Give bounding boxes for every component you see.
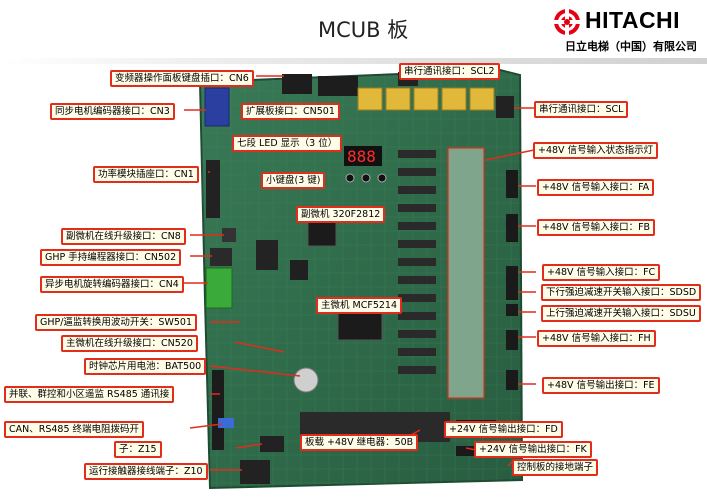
right-connectors bbox=[506, 170, 518, 390]
hitachi-logo: HITACHI 日立电梯（中国）有限公司 bbox=[553, 4, 703, 53]
sub-cpu-chip bbox=[307, 221, 337, 247]
left-header-strip bbox=[212, 370, 224, 450]
label-sdsu: 上行强迫减速开关输入接口：SDSU bbox=[541, 305, 701, 322]
label-rs485: 并联、群控和小区遥监 RS485 通讯接 bbox=[4, 386, 175, 403]
label-z10: 运行接触器接线端子：Z10 bbox=[84, 463, 208, 480]
cn3-connector bbox=[204, 87, 230, 127]
label-fa: +48V 信号输入接口：FA bbox=[537, 179, 655, 196]
page-header: MCUB 板 HITACHI 日立电梯（中国）有限公司 bbox=[0, 0, 707, 56]
cn6-connector bbox=[282, 74, 312, 94]
led-digits: 888 bbox=[347, 147, 376, 166]
label-cn8: 副微机在线升级接口：CN8 bbox=[61, 228, 186, 245]
optocoupler-rows bbox=[398, 150, 436, 374]
input-indicator-array bbox=[447, 147, 485, 399]
cn8-connector bbox=[222, 228, 236, 242]
label-sw501: GHP/逼监转换用波动开关：SW501 bbox=[35, 314, 197, 331]
can-dipswitch bbox=[218, 418, 234, 428]
label-z15: 子：Z15 bbox=[114, 441, 162, 458]
label-cn502: GHP 手持编程器接口：CN502 bbox=[40, 249, 182, 266]
header-divider bbox=[0, 58, 707, 64]
page-title: MCUB 板 bbox=[318, 18, 409, 42]
label-bat500: 时钟芯片用电池：BAT500 bbox=[84, 358, 207, 375]
label-scl: 串行通讯接口：SCL bbox=[534, 101, 629, 118]
bat500-battery bbox=[293, 367, 319, 393]
top-relays bbox=[357, 87, 495, 111]
label-led: 七段 LED 显示（3 位） bbox=[232, 135, 343, 152]
label-can: CAN、RS485 终端电阻拨码开 bbox=[4, 421, 145, 438]
label-cn1: 功率模块插座口：CN1 bbox=[93, 166, 199, 183]
label-fb: +48V 信号输入接口：FB bbox=[537, 219, 656, 236]
label-scl2: 串行通讯接口：SCL2 bbox=[399, 63, 500, 80]
cn1-connector bbox=[206, 160, 220, 218]
cn501-connector bbox=[318, 76, 358, 96]
label-cn4: 异步电机旋转编码器接口：CN4 bbox=[40, 276, 184, 293]
label-fe: +48V 信号输出接口：FE bbox=[542, 377, 660, 394]
seven-segment-display bbox=[344, 146, 382, 166]
label-main-cpu: 主微机 MCF5214 bbox=[316, 297, 402, 314]
label-fh: +48V 信号输入接口：FH bbox=[537, 330, 656, 347]
label-ground: 控制板的接地端子 bbox=[512, 459, 599, 476]
label-fc: +48V 信号输入接口：FC bbox=[542, 264, 661, 281]
label-fd: +24V 信号输出接口：FD bbox=[444, 421, 563, 438]
label-fk: +24V 信号输出接口：FK bbox=[474, 441, 592, 458]
label-sdsd: 下行强迫减速开关输入接口：SDSD bbox=[541, 284, 702, 301]
leader-lines bbox=[182, 75, 536, 471]
brand-name: HITACHI bbox=[585, 7, 681, 33]
scl-connector bbox=[496, 96, 514, 118]
z10-connector bbox=[240, 460, 270, 484]
label-relay: 板载 +48V 继电器：50B bbox=[300, 434, 419, 451]
label-cn520: 主微机在线升级接口：CN520 bbox=[61, 335, 198, 352]
z15-connector bbox=[260, 436, 284, 452]
hitachi-emblem-icon bbox=[554, 9, 580, 35]
label-sub-cpu: 副微机 320F2812 bbox=[296, 206, 386, 223]
label-cn501: 扩展板接口：CN501 bbox=[241, 103, 340, 120]
cn502-connector bbox=[210, 248, 232, 266]
cn4-terminal bbox=[205, 267, 233, 309]
label-cn6: 变频器操作面板键盘插口：CN6 bbox=[110, 70, 254, 87]
label-input-led: +48V 信号输入状态指示灯 bbox=[533, 142, 659, 159]
label-cn3: 同步电机编码器接口：CN3 bbox=[50, 103, 175, 120]
brand-subtitle: 日立电梯（中国）有限公司 bbox=[565, 40, 697, 53]
label-keypad: 小键盘(3 键) bbox=[261, 172, 326, 189]
keypad-buttons bbox=[345, 173, 387, 183]
